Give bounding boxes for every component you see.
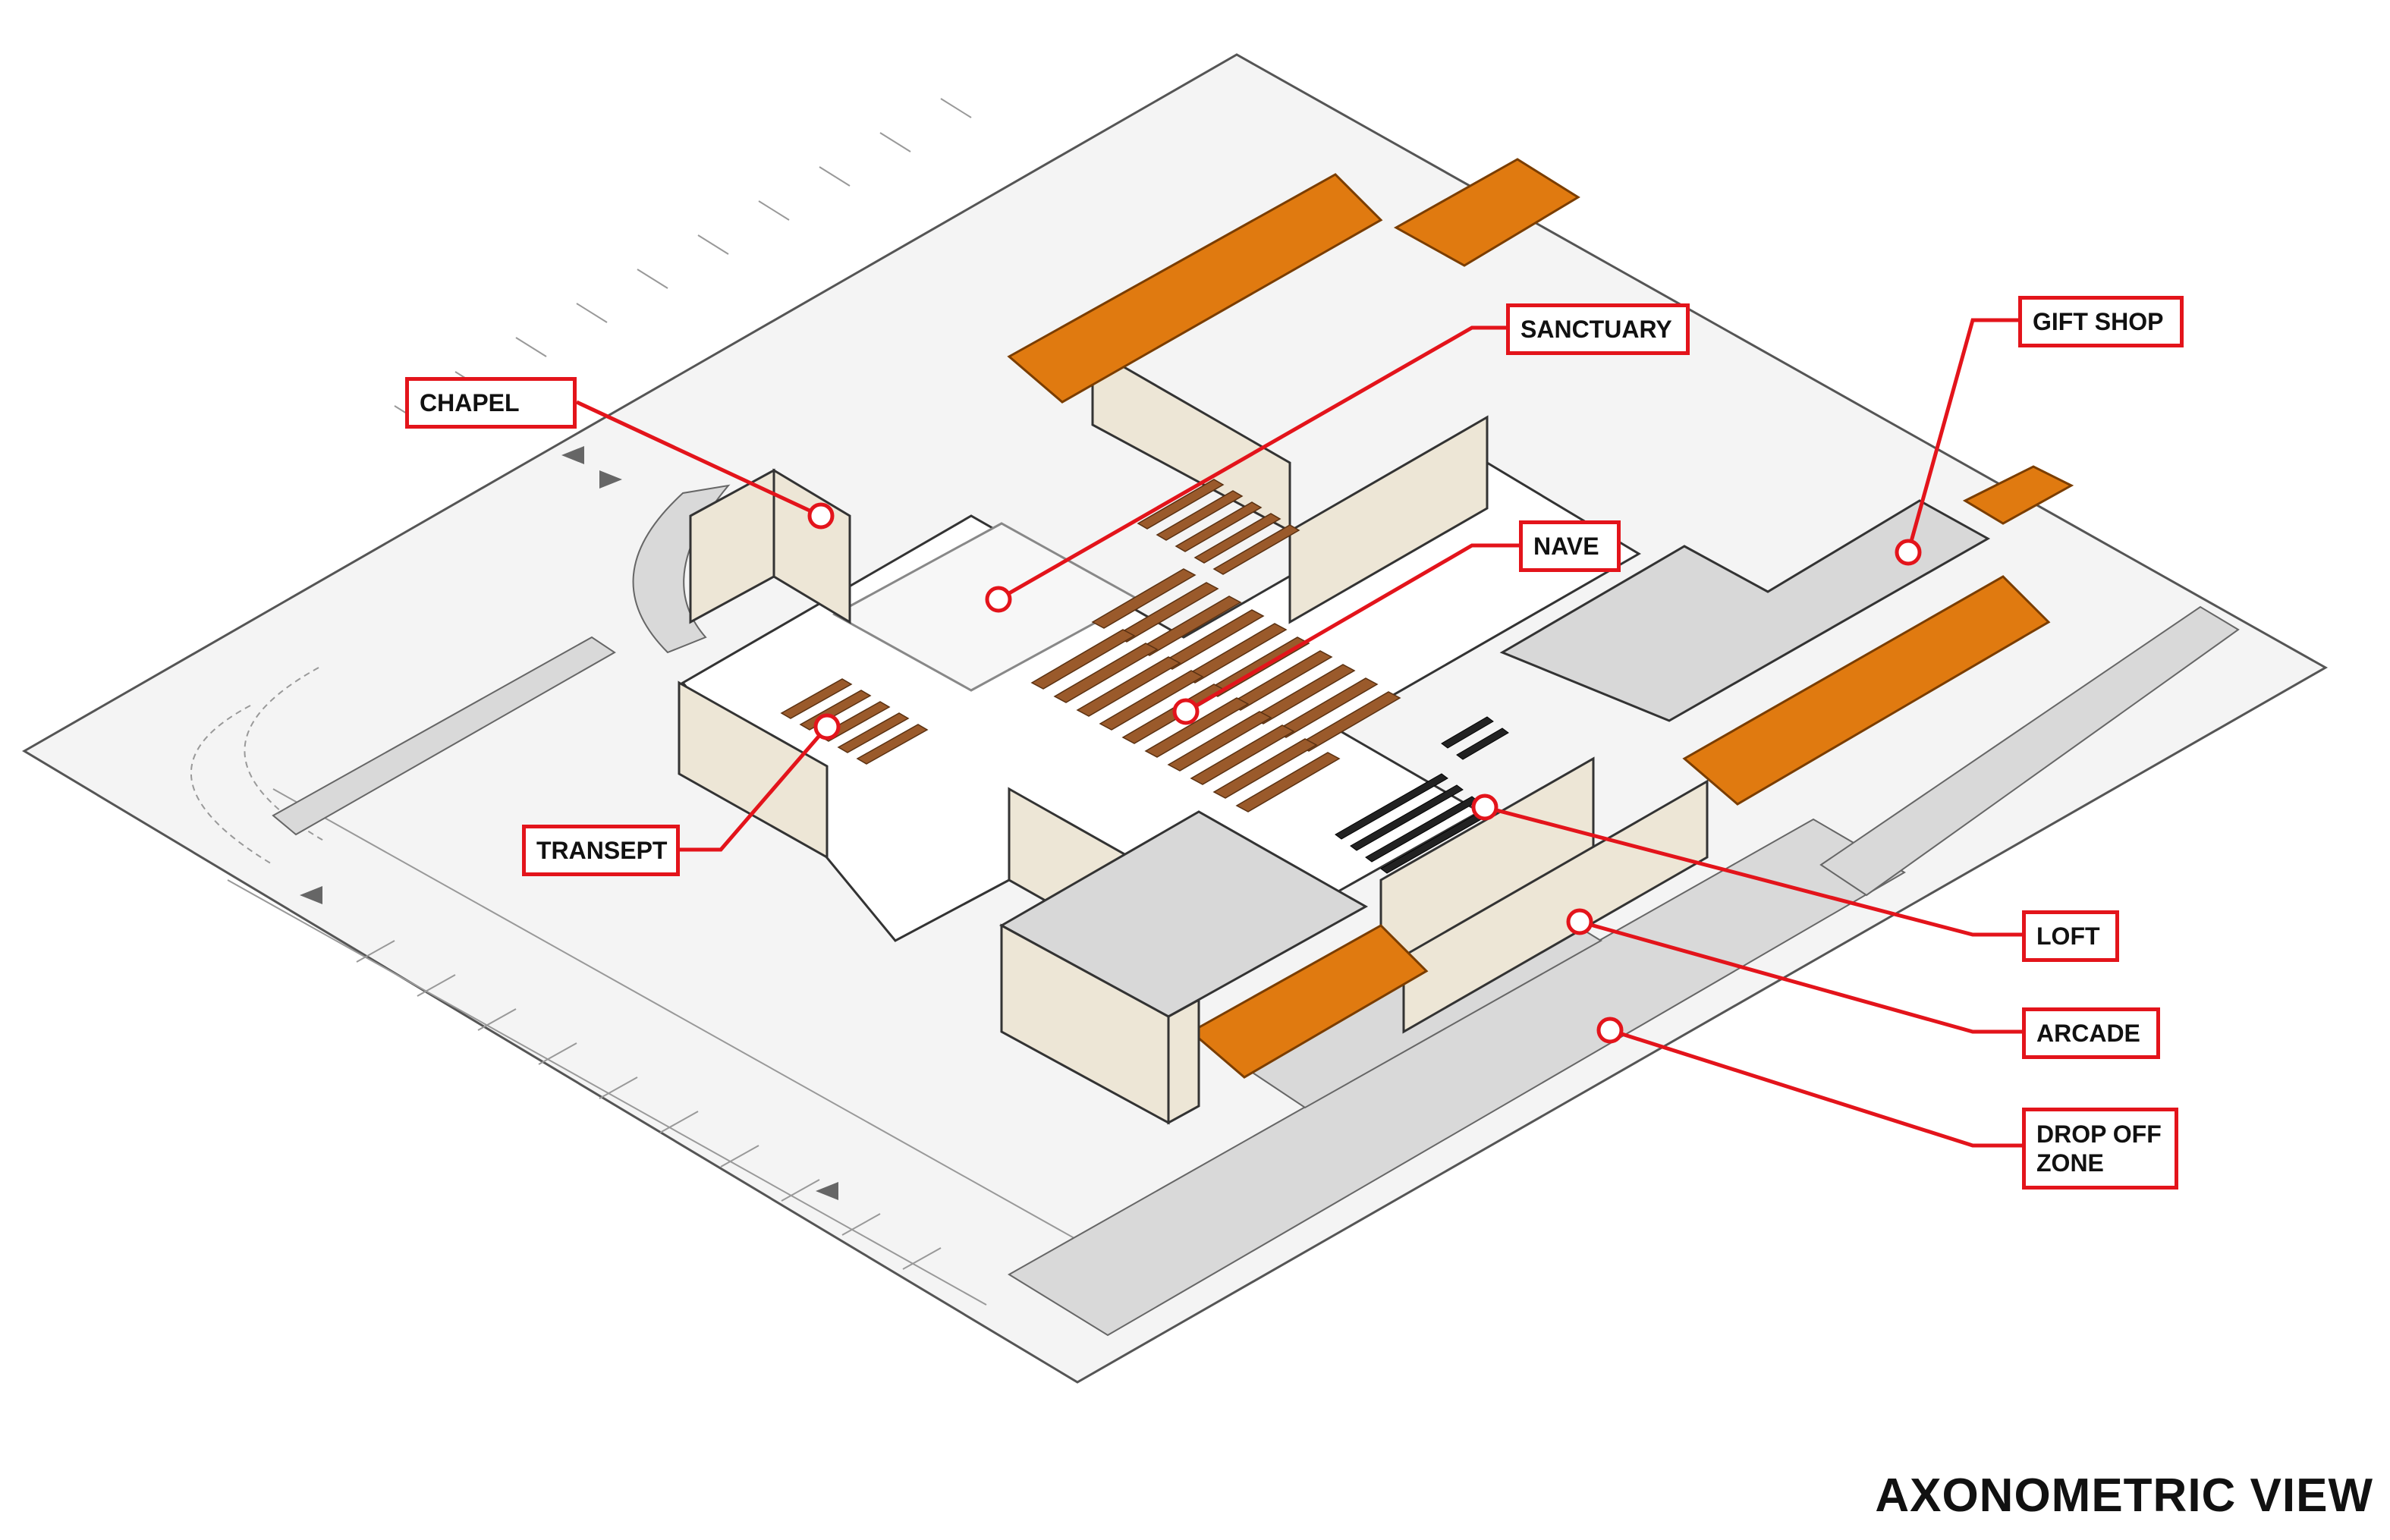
pews	[780, 479, 1401, 812]
leader-drop-off	[1609, 1028, 2022, 1148]
marker-transept	[813, 713, 841, 740]
nave-pews	[1030, 568, 1401, 812]
roof-east-small	[1962, 465, 2074, 525]
leader-arcade	[1579, 919, 2022, 1034]
label-transept: TRANSEPT	[522, 825, 680, 876]
roof-south-wing	[1189, 924, 1429, 1079]
leader-nave	[1184, 543, 1519, 714]
marker-drop-off	[1596, 1017, 1624, 1044]
leader-chapel	[575, 400, 822, 518]
label-loft: LOFT	[2022, 910, 2119, 962]
leader-loft	[1484, 805, 2022, 937]
roofs	[1007, 158, 2074, 1079]
upper-pews	[1137, 479, 1300, 575]
leader-sanctuary	[997, 325, 1506, 602]
leader-gift-shop	[1906, 318, 2018, 553]
roof-north-wing	[1007, 173, 1383, 404]
label-gift-shop: GIFT SHOP	[2018, 296, 2184, 347]
marker-chapel	[807, 502, 835, 530]
label-drop-off-zone: DROP OFF ZONE	[2022, 1108, 2178, 1190]
marker-sanctuary	[985, 586, 1012, 613]
flat-roof-gift-shop	[1499, 499, 1991, 722]
callout-markers	[807, 502, 1922, 1044]
marker-gift-shop	[1895, 539, 1922, 566]
label-chapel: CHAPEL	[405, 377, 577, 429]
south-block-walls	[1000, 923, 1200, 1125]
callout-leaders	[575, 318, 2022, 1148]
label-nave: NAVE	[1519, 520, 1621, 572]
marker-loft	[1471, 794, 1498, 821]
label-sanctuary: SANCTUARY	[1506, 303, 1690, 355]
leader-transept	[679, 725, 829, 852]
view-title: AXONOMETRIC VIEW	[1875, 1469, 2373, 1522]
marker-arcade	[1566, 908, 1593, 935]
loft-seating	[1335, 716, 1509, 874]
roof-east-wing	[1682, 575, 2051, 806]
roof-north-corner	[1393, 158, 1580, 267]
label-arcade: ARCADE	[2022, 1007, 2160, 1059]
marker-nave	[1172, 698, 1200, 725]
